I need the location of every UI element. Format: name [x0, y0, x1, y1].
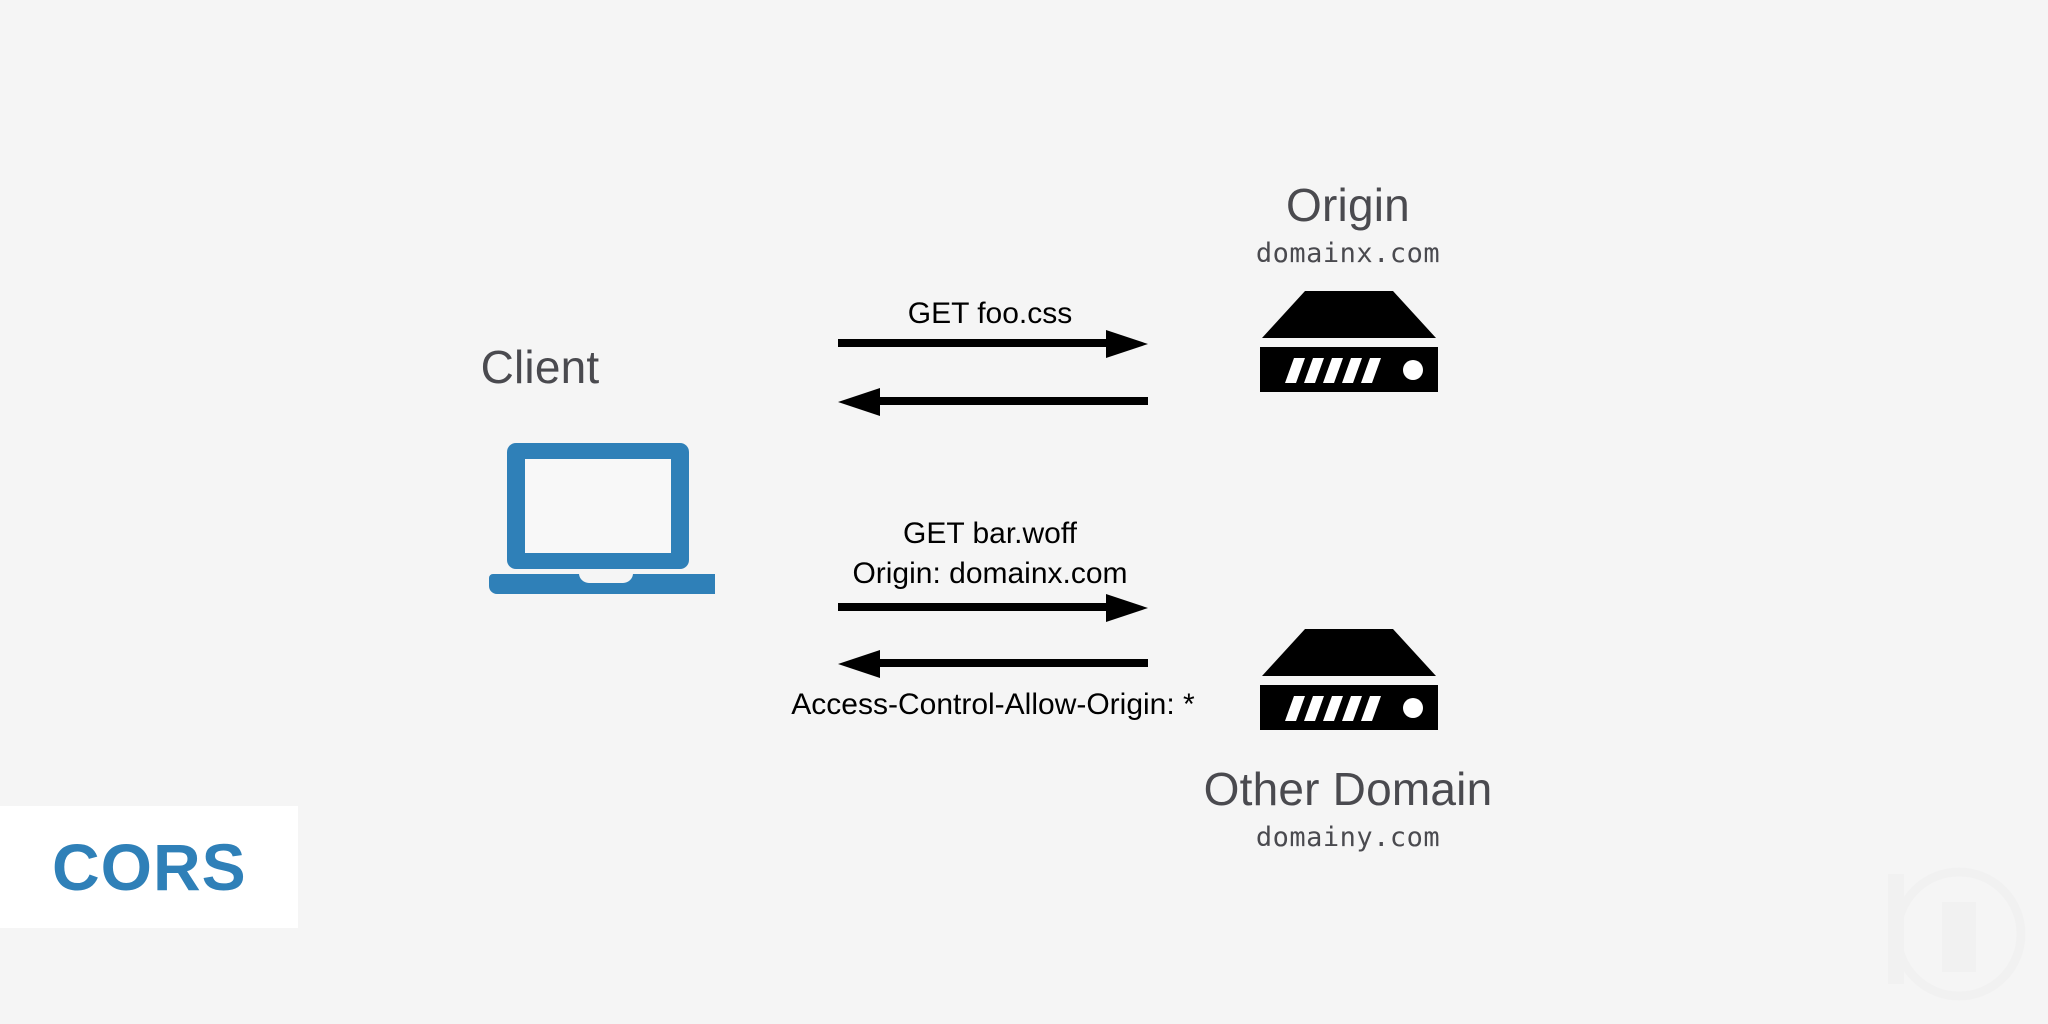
- server-icon-origin: [1258, 288, 1440, 394]
- cors-badge-text: CORS: [52, 830, 247, 904]
- other-domain-label: Other Domain: [1203, 763, 1493, 815]
- response-arrow-acao: [838, 648, 1148, 680]
- other-domain-domain: domainy.com: [1255, 822, 1441, 853]
- client-label: Client: [480, 341, 600, 393]
- response-label-acao: Access-Control-Allow-Origin: *: [791, 688, 1195, 721]
- response-arrow-foo-css: [838, 386, 1148, 418]
- request-arrow-foo-css: [838, 328, 1148, 360]
- cors-badge: CORS: [0, 806, 298, 928]
- corner-watermark: [1864, 854, 2034, 1014]
- request-arrow-bar-woff: [838, 592, 1148, 624]
- server-icon-other: [1258, 626, 1440, 732]
- origin-label: Origin: [1286, 179, 1410, 231]
- request-label-bar-woff-line1: GET bar.woff: [903, 517, 1077, 550]
- origin-domain: domainx.com: [1255, 238, 1441, 269]
- laptop-icon: [485, 440, 723, 595]
- request-label-bar-woff-line2: Origin: domainx.com: [852, 557, 1128, 590]
- request-label-foo-css: GET foo.css: [907, 297, 1073, 330]
